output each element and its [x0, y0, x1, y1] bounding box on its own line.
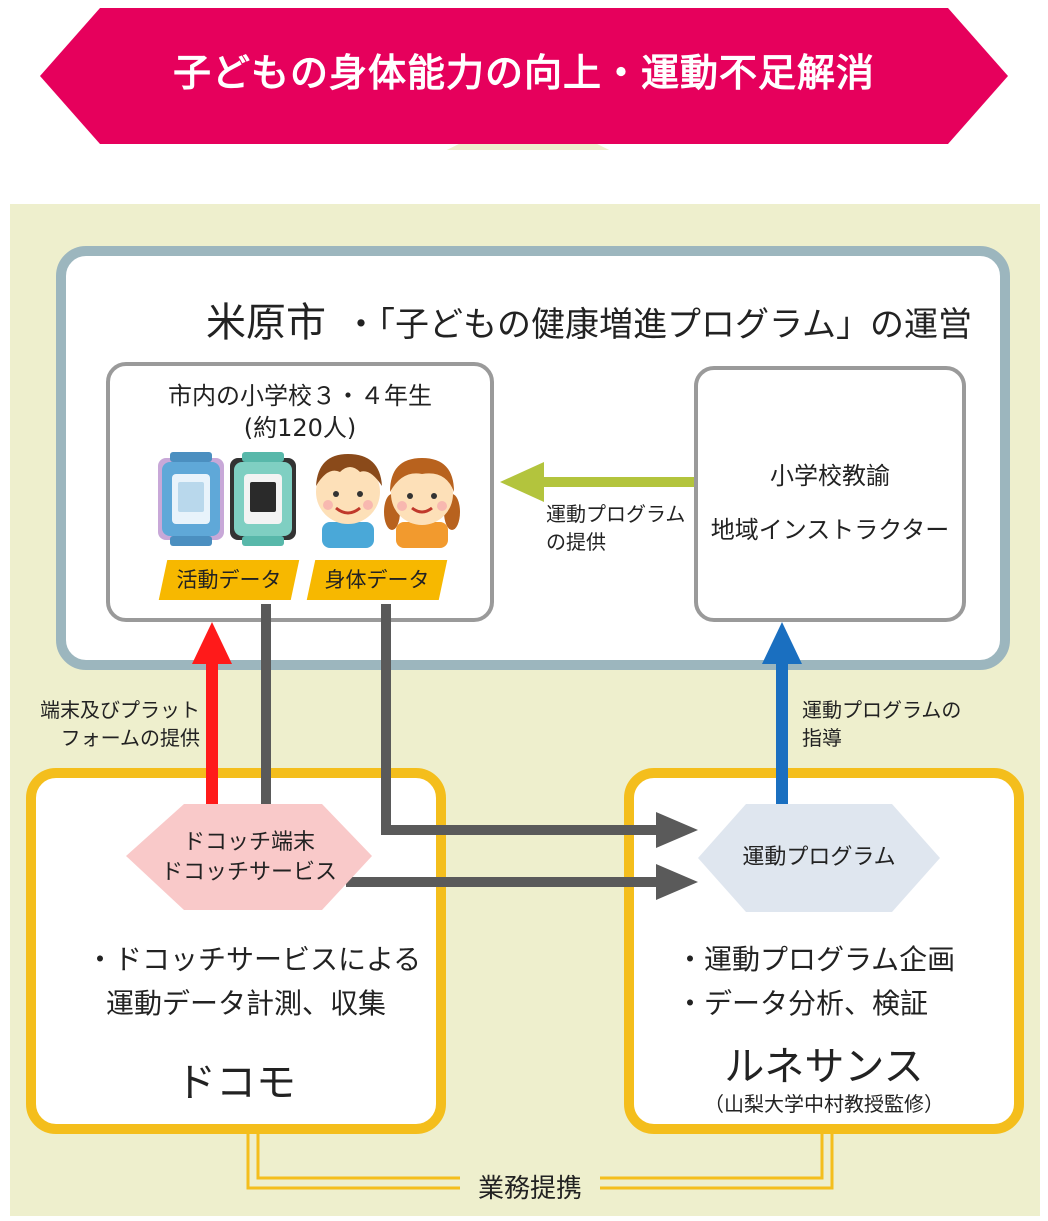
device-provide-arrow [192, 622, 232, 804]
partnership-label: 業務提携 [460, 1168, 600, 1205]
program-guidance-arrow [762, 622, 802, 804]
program-provide-arrow [500, 462, 694, 502]
docomo-hex-line2: ドコッチサービス [160, 860, 337, 885]
renaissance-name: ルネサンス [724, 1044, 924, 1090]
program-guidance-label: 運動プログラムの 指導 [802, 696, 961, 752]
program-provide-label: 運動プログラム の提供 [546, 502, 686, 554]
docomo-bullet-line2: 運動データ計測、収集 [106, 987, 387, 1020]
smartwatch-green-icon [230, 452, 296, 546]
teacher-line2: 地域インストラクター [710, 516, 950, 544]
device-provide-line2: フォームの提供 [60, 726, 200, 750]
docomo-bullet-line1: ・ドコッチサービスによる [86, 943, 422, 976]
docomo-bullet: ・ドコッチサービスによる 運動データ計測、収集 [86, 938, 421, 1026]
boy-face-icon [316, 454, 382, 548]
banner-title: 子どもの身体能力の向上・運動不足解消 [172, 51, 875, 95]
school-title-line2: (約120人) [243, 414, 357, 442]
city-role: ・「子どもの健康増進プログラム」の運営 [344, 305, 972, 345]
renaissance-bullet-line2: ・データ分析、検証 [676, 987, 929, 1020]
docomo-name: ドコモ [176, 1060, 296, 1106]
teacher-line1: 小学校教諭 [770, 462, 890, 490]
smartwatch-blue-icon [158, 452, 224, 546]
renaissance-bullet-line1: ・運動プログラム企画 [676, 943, 956, 976]
school-title: 市内の小学校３・４年生 (約120人) [106, 380, 494, 444]
city-heading: 米原市・「子どもの健康増進プログラム」の運営 [206, 290, 972, 348]
docomo-hexagon [126, 804, 372, 910]
device-provide-label: 端末及びプラット フォームの提供 [40, 696, 200, 752]
docomo-hex-line1: ドコッチ端末 [182, 830, 315, 855]
city-name: 米原市 [206, 300, 326, 346]
teacher-box [694, 366, 966, 622]
banner-shape [40, 8, 1008, 144]
renaissance-note: （山梨大学中村教授監修） [704, 1092, 944, 1116]
docomo-hex-text: ドコッチ端末 ドコッチサービス [126, 828, 372, 888]
renaissance-hexagon [698, 804, 940, 912]
school-title-line1: 市内の小学校３・４年生 [168, 382, 432, 410]
program-guidance-line2: 指導 [802, 726, 842, 750]
body-data-arrow [381, 604, 698, 848]
renaissance-bullet: ・運動プログラム企画 ・データ分析、検証 [676, 938, 955, 1026]
program-guidance-line1: 運動プログラムの [802, 698, 962, 722]
docomo-data-arrow [346, 864, 698, 900]
banner-graphic [40, 8, 1008, 150]
device-provide-line1: 端末及びプラット [40, 698, 200, 722]
renaissance-hex-text: 運動プログラム [742, 845, 896, 870]
girl-face-icon [384, 458, 460, 548]
